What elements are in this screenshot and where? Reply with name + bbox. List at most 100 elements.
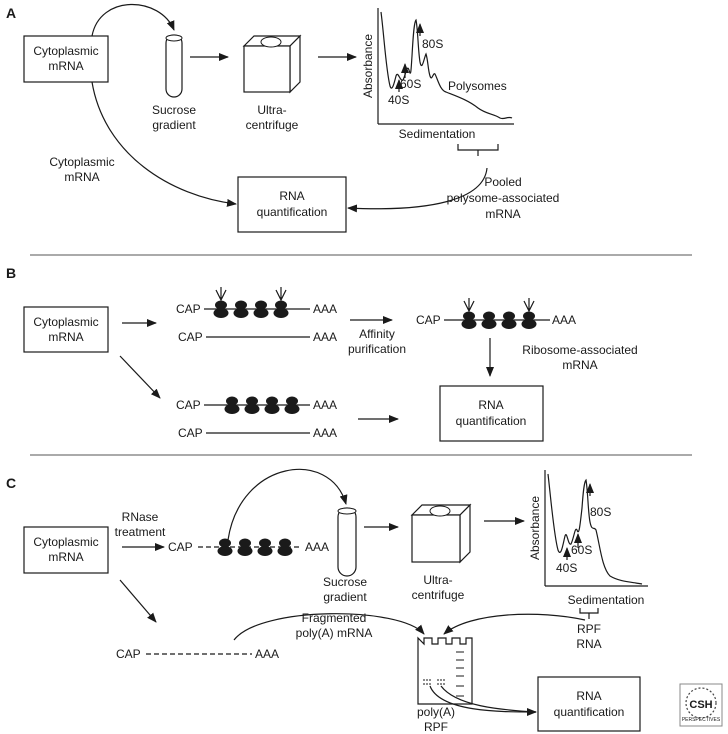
ribosome-icon [244, 396, 260, 414]
ribosome-icon [257, 538, 273, 556]
affinity-label: Affinity [359, 327, 395, 341]
box-label: RNA [279, 189, 304, 203]
rnase-label: treatment [115, 525, 166, 539]
step-label: Sucrose [152, 103, 196, 117]
ribosome-icon [233, 300, 249, 318]
peak-label-40s: 40S [556, 561, 577, 575]
ribosome-icon [273, 287, 289, 318]
flow-arrow [233, 613, 425, 641]
affinity-tag-icon [463, 298, 475, 313]
box-label: Cytoplasmic [33, 535, 98, 549]
box-label: Cytoplasmic [33, 44, 98, 58]
polya-rpf-label: RPF [424, 720, 448, 734]
fragmented-label: poly(A) mRNA [296, 626, 373, 640]
box-label: quantification [456, 414, 527, 428]
step-label: Ultra- [423, 573, 452, 587]
ribosome-icon [284, 396, 300, 414]
pooled-label: Pooled [484, 175, 521, 189]
affinity-tag-icon [215, 287, 227, 302]
ribosome-group [461, 298, 537, 329]
aaa-label: AAA [552, 313, 576, 327]
cap-label: CAP [168, 540, 193, 554]
peak-label-80s: 80S [422, 37, 443, 51]
ribosome-associated-label: Ribosome-associated [522, 343, 637, 357]
ribosome-group [213, 287, 289, 318]
polya-rpf-label: poly(A) [417, 705, 455, 719]
rnase-label: RNase [122, 510, 159, 524]
box-label: quantification [257, 205, 328, 219]
axis-label-absorbance: Absorbance [361, 34, 375, 98]
axis-label-absorbance: Absorbance [528, 496, 542, 560]
aaa-label: AAA [313, 398, 337, 412]
panel-label-a: A [6, 5, 16, 21]
affinity-tag-icon [275, 287, 287, 302]
aaa-label: AAA [255, 647, 279, 661]
polysomes-label: Polysomes [448, 79, 507, 93]
ribosome-group [217, 538, 293, 556]
flow-arrow [440, 685, 537, 713]
flow-arrow [119, 579, 157, 623]
flow-arrow [119, 355, 161, 399]
cap-label: CAP [116, 647, 141, 661]
affinity-label: purification [348, 342, 406, 356]
cap-label: CAP [178, 426, 203, 440]
ribosome-icon [521, 298, 537, 329]
flow-arrow [429, 685, 537, 716]
step-label: gradient [152, 118, 196, 132]
peak-label-60s: 60S [400, 77, 421, 91]
polysome-profile-c [544, 470, 648, 587]
cytoplasmic-mrna-box [23, 306, 109, 353]
cap-label: CAP [416, 313, 441, 327]
rna-quantification-box [537, 676, 641, 732]
pooled-label: mRNA [485, 207, 520, 221]
ribosome-icon [253, 300, 269, 318]
box-label: RNA [576, 689, 601, 703]
flow-arrow [347, 167, 488, 213]
cap-label: CAP [176, 398, 201, 412]
sucrose-tube-icon [165, 34, 183, 98]
step-label: Sucrose [323, 575, 367, 589]
aaa-label: AAA [313, 302, 337, 316]
rpf-label: RNA [576, 637, 601, 651]
sucrose-tube-icon [337, 507, 357, 577]
peak-label-40s: 40S [388, 93, 409, 107]
step-label: centrifuge [412, 588, 465, 602]
pooled-bracket [457, 144, 499, 151]
ribosome-icon [461, 298, 477, 329]
box-label: quantification [554, 705, 625, 719]
box-label: RNA [478, 398, 503, 412]
box-label: mRNA [48, 330, 83, 344]
flow-arrow [91, 3, 175, 37]
peak-label-80s: 80S [590, 505, 611, 519]
csh-perspectives-logo: CSH PERSPECTIVES [679, 683, 723, 727]
ribosome-icon [501, 311, 517, 329]
aaa-label: AAA [313, 330, 337, 344]
affinity-tag-icon [523, 298, 535, 313]
ribosome-icon [217, 538, 233, 556]
fragmented-label: Fragmented [302, 611, 367, 625]
rpf-label: RPF [577, 622, 601, 636]
axis-label-sedimentation: Sedimentation [568, 593, 645, 607]
step-label: centrifuge [246, 118, 299, 132]
ribosome-group [224, 396, 300, 414]
polysome-profile-a [377, 8, 514, 125]
pooled-label: polysome-associated [447, 191, 560, 205]
ribosome-icon [277, 538, 293, 556]
panel-label-b: B [6, 265, 16, 281]
cytoplasmic-mrna-box [23, 35, 109, 83]
side-label: mRNA [64, 170, 99, 184]
centrifuge-icon [242, 34, 302, 94]
peak-label-60s: 60S [571, 543, 592, 557]
centrifuge-icon [410, 503, 472, 564]
panel-label-c: C [6, 475, 16, 491]
logo-text: CSH [689, 699, 712, 711]
ribosome-icon [224, 396, 240, 414]
box-label: mRNA [48, 550, 83, 564]
aaa-label: AAA [313, 426, 337, 440]
flow-arrow [227, 468, 348, 541]
gel-icon [417, 636, 473, 705]
ribosome-icon [237, 538, 253, 556]
ribosome-associated-label: mRNA [562, 358, 597, 372]
rna-quantification-box [237, 176, 347, 233]
